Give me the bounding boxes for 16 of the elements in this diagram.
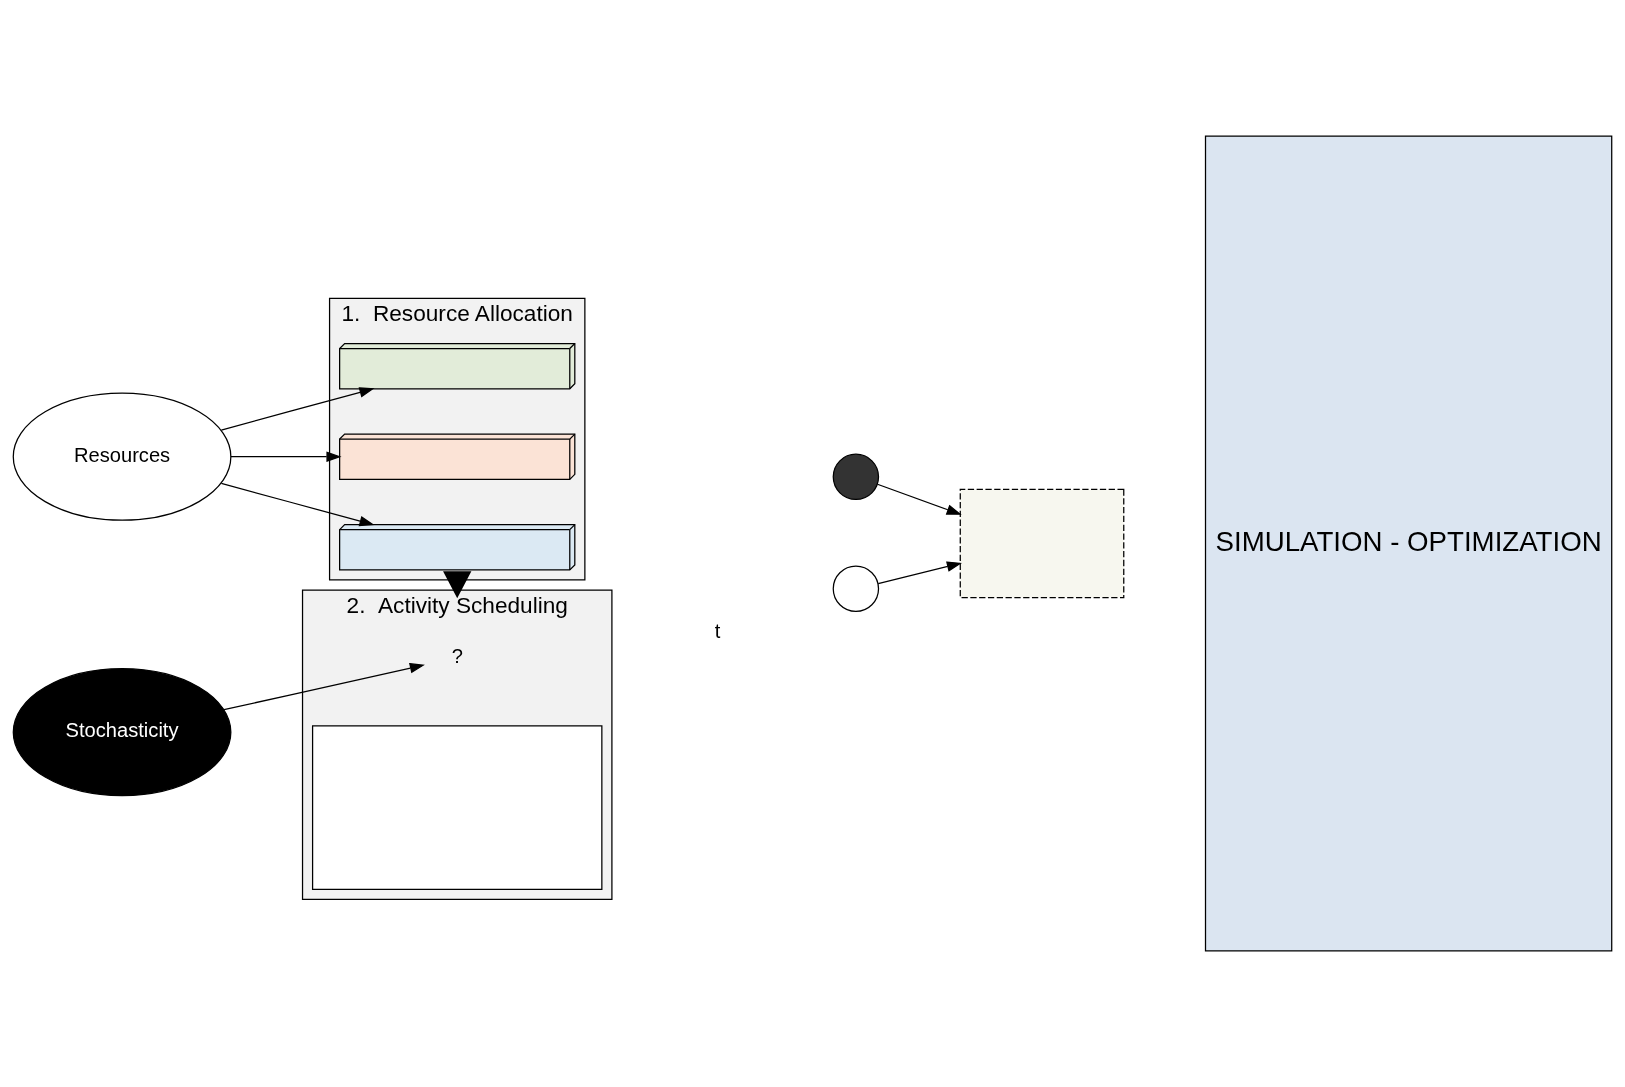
arrow	[877, 561, 962, 585]
label: t	[714, 619, 721, 642]
arrow	[876, 483, 962, 515]
arrow	[220, 482, 375, 527]
node-box: SIMULATION - OPTIMIZATION	[1204, 135, 1613, 952]
arrow	[223, 663, 425, 711]
node-circle	[832, 453, 880, 501]
arrow	[443, 571, 472, 599]
node-box	[311, 725, 603, 890]
node-ellipse: Stochasticity	[12, 668, 232, 797]
node-text: ?	[451, 644, 463, 667]
node-circle	[832, 565, 880, 613]
node-box	[959, 488, 1125, 599]
arrow	[230, 451, 342, 462]
node-ellipse: Resources	[12, 392, 232, 521]
arrow	[220, 387, 375, 431]
